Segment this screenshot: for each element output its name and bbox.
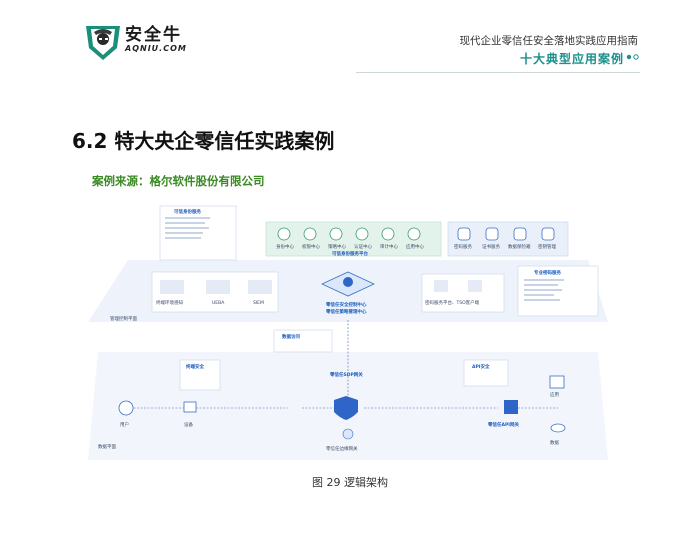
- header-subtitle: 十大典型应用案例: [519, 52, 624, 66]
- right-module-cert: 证书服务: [482, 227, 500, 250]
- data-plane-label: 数据平面: [98, 443, 116, 450]
- control-center: 零信任安全控制中心 零信任策略管理中心: [321, 271, 375, 315]
- node-sdp-gateway: 零信任SDP网关: [330, 371, 363, 420]
- node-access: 数据访问: [273, 329, 333, 353]
- svg-text:终端环境感知: 终端环境感知: [156, 299, 183, 306]
- svg-text:密钥管理: 密钥管理: [538, 243, 556, 250]
- figure-caption: 图 29 逻辑架构: [312, 476, 388, 489]
- module-auth-center: 认证中心: [354, 227, 372, 250]
- control-center-label-2: 零信任策略管理中心: [326, 308, 367, 315]
- svg-text:应用中心: 应用中心: [406, 243, 424, 250]
- node-data: 数据: [550, 423, 566, 446]
- header-title: 现代企业零信任安全落地实践应用指南: [459, 35, 639, 47]
- svg-text:身份中心: 身份中心: [276, 243, 294, 250]
- svg-text:零信任API网关: 零信任API网关: [488, 421, 519, 428]
- right-module-crypto: 密码服务: [454, 227, 472, 250]
- control-center-label-1: 零信任安全控制中心: [326, 301, 367, 308]
- module-policy-center: 策略中心: [328, 227, 346, 250]
- svg-text:证书服务: 证书服务: [482, 243, 500, 250]
- case-source: 案例来源：格尔软件股份有限公司: [92, 174, 265, 188]
- svg-text:SIEM: SIEM: [253, 300, 264, 306]
- node-api-gateway: 零信任API网关: [488, 400, 519, 428]
- svg-text:策略中心: 策略中心: [328, 243, 346, 250]
- svg-text:认证中心: 认证中心: [354, 243, 372, 250]
- node-app: 应用: [549, 375, 565, 398]
- svg-text:数据: 数据: [550, 439, 559, 446]
- header-rule: [356, 72, 640, 73]
- svg-text:设备: 设备: [184, 421, 193, 428]
- svg-text:数据保险箱: 数据保险箱: [508, 243, 531, 250]
- svg-text:数据访问: 数据访问: [282, 333, 300, 340]
- pro-crypto-label: 专业密码服务: [534, 269, 561, 276]
- module-identity-center: 身份中心: [276, 227, 294, 250]
- section-title: 6.2 特大央企零信任实践案例: [72, 129, 335, 153]
- right-module-vault: 数据保险箱: [508, 227, 531, 250]
- svg-text:UEBA: UEBA: [212, 300, 225, 306]
- module-app-center: 应用中心: [406, 227, 424, 250]
- header-dots-icon: [626, 54, 639, 60]
- svg-text:终端安全: 终端安全: [185, 363, 204, 370]
- analytics-modules: 终端环境感知 UEBA SIEM: [156, 280, 272, 306]
- svg-text:零信任边缘网关: 零信任边缘网关: [326, 445, 358, 452]
- platform-label: 可信身份服务平台: [332, 250, 368, 257]
- svg-text:API安全: API安全: [472, 363, 490, 370]
- mgmt-plane-label: 管理控制平面: [110, 315, 137, 322]
- svg-text:审计中心: 审计中心: [380, 243, 398, 250]
- module-siem: SIEM: [248, 280, 272, 306]
- architecture-diagram: 可信身份服务 身份中心 权限中心 策略中心 认证中心 审计中心 应用中心 可信身…: [88, 205, 608, 460]
- svg-text:权限中心: 权限中心: [302, 243, 320, 250]
- module-permission-center: 权限中心: [302, 227, 320, 250]
- aqniu-logo: [86, 26, 120, 60]
- module-env-sense: 终端环境感知: [156, 280, 184, 306]
- module-audit-center: 审计中心: [380, 227, 398, 250]
- brand-sub: AQNIU.COM: [125, 44, 187, 53]
- node-user: 用户: [118, 400, 134, 428]
- identity-service-label: 可信身份服务: [174, 208, 201, 215]
- right-module-row: 密码服务 证书服务 数据保险箱 密钥管理: [454, 227, 556, 250]
- svg-text:应用: 应用: [550, 391, 559, 398]
- brand-name: 安全牛: [125, 25, 182, 45]
- module-row: 身份中心 权限中心 策略中心 认证中心 审计中心 应用中心: [276, 227, 424, 250]
- svg-text:密码服务: 密码服务: [454, 243, 472, 250]
- crypto-platform-box: [421, 273, 505, 313]
- right-module-key: 密钥管理: [538, 227, 556, 250]
- node-edge-gateway: 零信任边缘网关: [326, 428, 358, 452]
- node-terminal-sec: 终端安全: [179, 359, 221, 391]
- node-api-sec: API安全: [463, 359, 509, 387]
- node-device: 设备: [183, 401, 197, 428]
- svg-text:零信任SDP网关: 零信任SDP网关: [330, 371, 363, 378]
- svg-text:用户: 用户: [120, 421, 129, 428]
- module-ueba: UEBA: [206, 280, 230, 306]
- crypto-platform-label: 密码服务平台、TSO客户端: [425, 299, 480, 306]
